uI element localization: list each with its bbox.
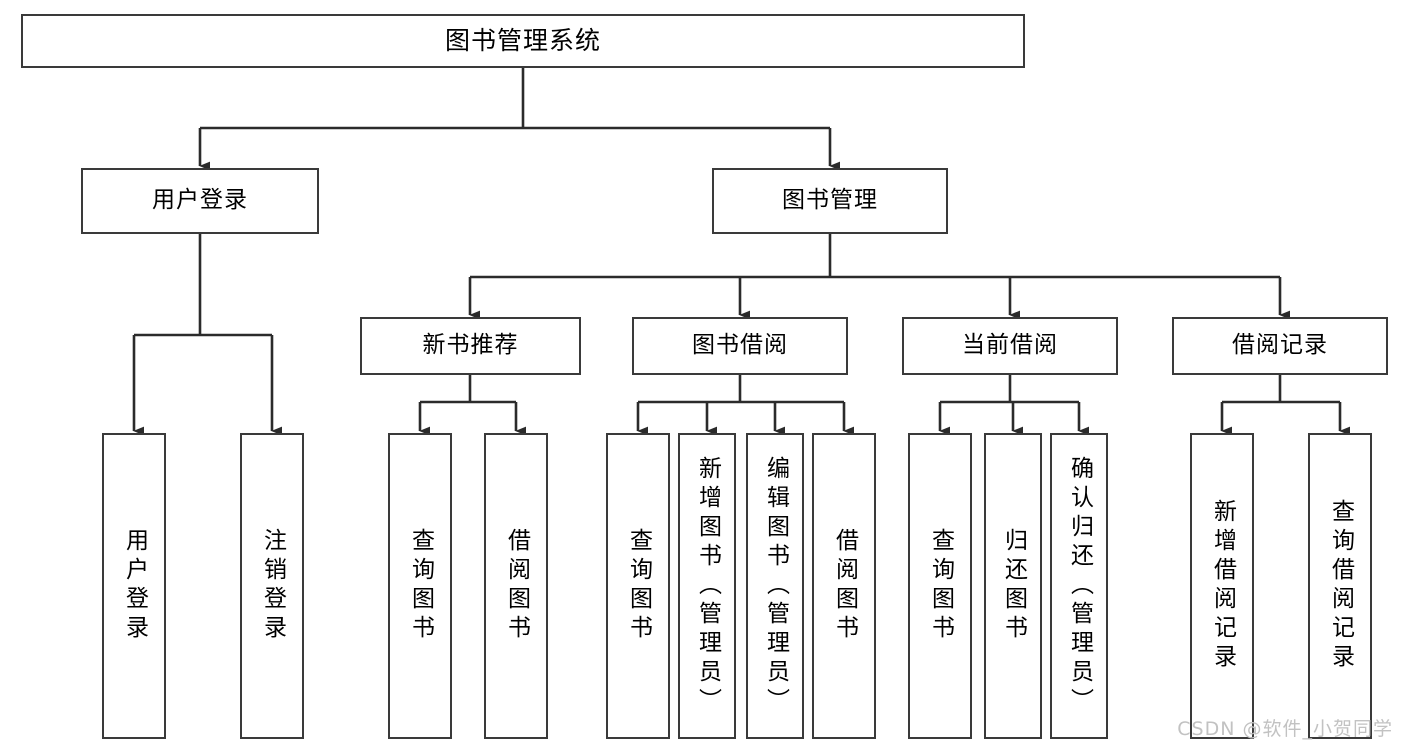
node-label: 新书推荐 [422, 332, 519, 359]
node-current-borrow[interactable]: 当前借阅 [902, 317, 1118, 375]
leaf-return-book[interactable]: 归还图书 [984, 433, 1042, 739]
node-label: 查询借阅记录 [1327, 499, 1354, 673]
node-label: 注销登录 [259, 528, 286, 644]
leaf-query-borrow-record[interactable]: 查询借阅记录 [1308, 433, 1372, 739]
node-book-manage[interactable]: 图书管理 [712, 168, 948, 234]
leaf-borrow-book[interactable]: 借阅图书 [812, 433, 876, 739]
leaf-edit-book-admin[interactable]: 编辑图书（管理员） [746, 433, 804, 739]
leaf-confirm-return-admin[interactable]: 确认归还（管理员） [1050, 433, 1108, 739]
node-root-system[interactable]: 图书管理系统 [21, 14, 1025, 68]
leaf-add-borrow-record[interactable]: 新增借阅记录 [1190, 433, 1254, 739]
node-label: 用户登录 [121, 528, 148, 644]
node-borrow-record[interactable]: 借阅记录 [1172, 317, 1388, 375]
node-label: 借阅图书 [503, 528, 530, 644]
leaf-add-book-admin[interactable]: 新增图书（管理员） [678, 433, 736, 739]
node-label: 图书管理 [782, 187, 878, 214]
node-label: 图书管理系统 [444, 26, 601, 56]
node-label: 归还图书 [1000, 528, 1027, 644]
leaf-user-login[interactable]: 用户登录 [102, 433, 166, 739]
leaf-query-book-borrow[interactable]: 查询图书 [606, 433, 670, 739]
node-label: 查询图书 [927, 528, 954, 644]
leaf-logout[interactable]: 注销登录 [240, 433, 304, 739]
node-label: 当前借阅 [962, 332, 1058, 359]
leaf-query-book-recommend[interactable]: 查询图书 [388, 433, 452, 739]
node-label: 编辑图书（管理员） [762, 455, 789, 717]
leaf-query-book-current[interactable]: 查询图书 [908, 433, 972, 739]
node-label: 图书借阅 [692, 332, 788, 359]
node-new-book-recommend[interactable]: 新书推荐 [360, 317, 581, 375]
node-user-login[interactable]: 用户登录 [81, 168, 319, 234]
node-label: 新增图书（管理员） [694, 455, 721, 717]
node-label: 确认归还（管理员） [1066, 455, 1093, 717]
node-label: 借阅图书 [831, 528, 858, 644]
node-label: 查询图书 [625, 528, 652, 644]
node-label: 用户登录 [152, 187, 248, 214]
node-label: 借阅记录 [1232, 332, 1328, 359]
node-label: 新增借阅记录 [1209, 499, 1236, 673]
csdn-watermark: CSDN @软件_小贺同学 [1177, 718, 1393, 740]
leaf-borrow-book-recommend[interactable]: 借阅图书 [484, 433, 548, 739]
node-book-borrow[interactable]: 图书借阅 [632, 317, 848, 375]
node-label: 查询图书 [407, 528, 434, 644]
